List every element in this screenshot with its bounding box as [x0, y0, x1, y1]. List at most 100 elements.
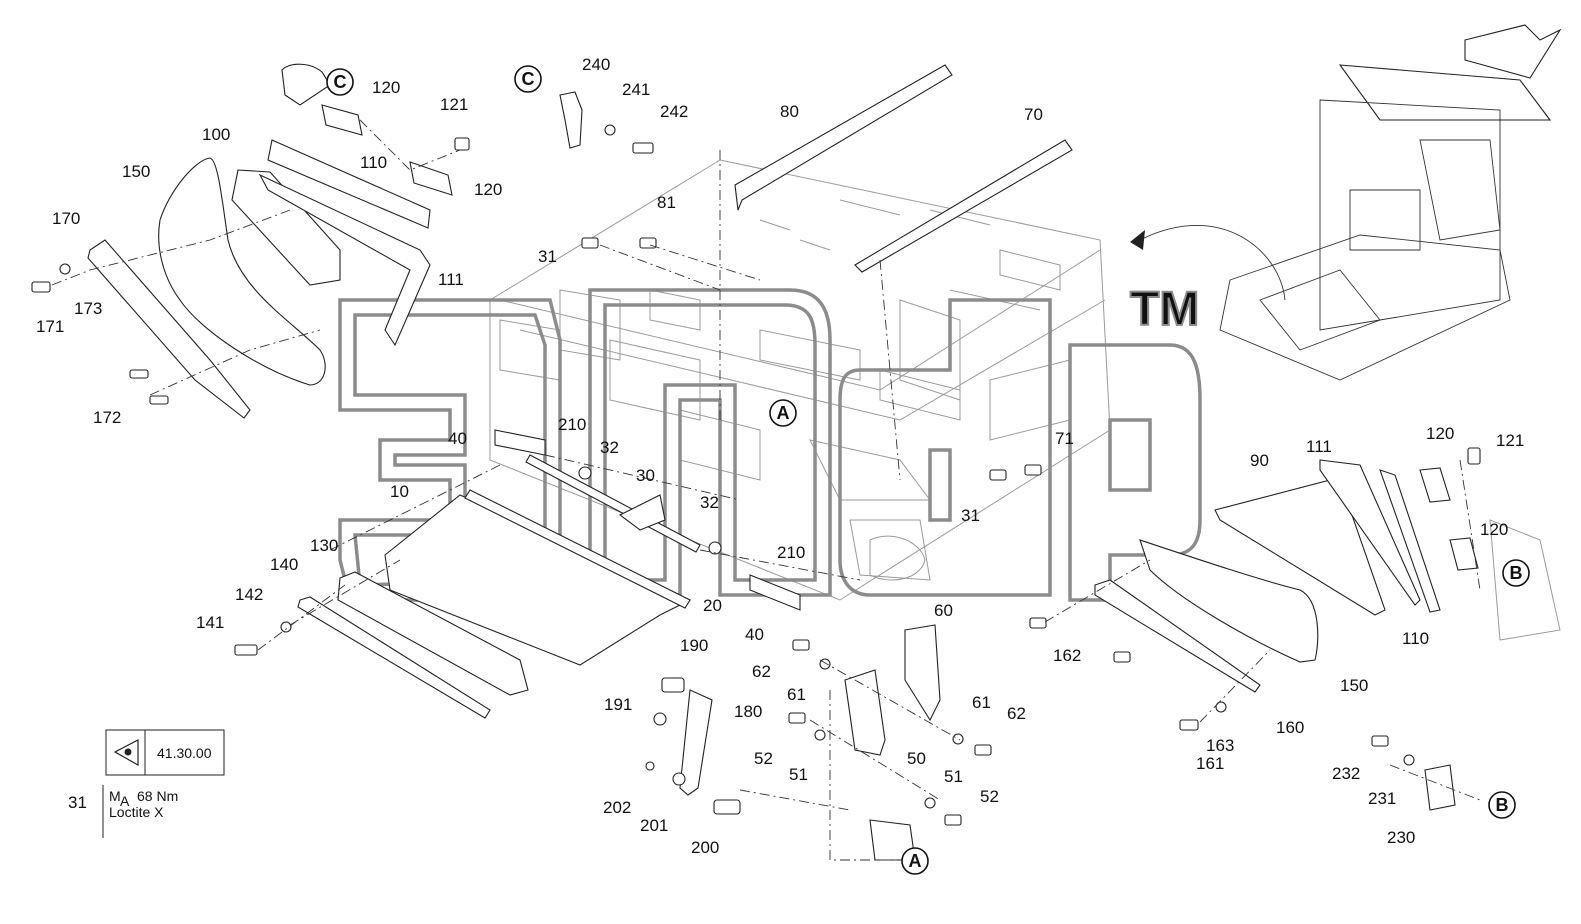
part-51-washer-b [924, 797, 936, 809]
part-201-washer [672, 772, 686, 786]
paver-roof [1338, 64, 1552, 121]
part-label-121: 121 [1496, 431, 1524, 450]
part-label-30: 30 [636, 466, 655, 485]
part-60-plate [904, 624, 941, 722]
part-31-bolt-mid [989, 469, 1007, 481]
part-240-bracket [559, 91, 583, 149]
part-label-50: 50 [907, 749, 926, 768]
part-70-angle [854, 139, 1073, 273]
part-173-washer [59, 263, 71, 275]
part-label-40: 40 [745, 625, 764, 644]
part-150-right-guard [1139, 539, 1319, 663]
part-111-bracket-right [1319, 459, 1421, 606]
curved-arrow-head [1130, 230, 1145, 250]
part-label-40: 40 [448, 429, 467, 448]
part-162-bolt-a [1029, 617, 1047, 629]
part-241-washer [604, 124, 616, 136]
part-label-32: 32 [700, 493, 719, 512]
part-50-bracket [844, 669, 886, 756]
rod-sleeve [618, 494, 666, 531]
part-52-bolt-a [788, 712, 806, 724]
part-label-161: 161 [1196, 754, 1224, 773]
part-label-202: 202 [603, 798, 631, 817]
trademark-mark: TM [1130, 283, 1199, 336]
mid-lower-brackets [645, 624, 992, 861]
callout-b-5: B [1502, 559, 1530, 587]
part-230-cover [1424, 764, 1456, 811]
part-142-washer [280, 621, 292, 633]
callout-a-3: A [769, 399, 797, 427]
torque-value: 68 Nm [137, 788, 178, 804]
part-label-163: 163 [1206, 736, 1234, 755]
part-172-bolt-a [129, 369, 149, 379]
part-label-231: 231 [1368, 789, 1396, 808]
part-121-bolt-right [1467, 447, 1481, 465]
view-direction-arrow [1464, 24, 1562, 79]
part-label-140: 140 [270, 555, 298, 574]
eye-icon [113, 739, 139, 767]
part-200-pin [713, 799, 741, 815]
part-label-200: 200 [691, 838, 719, 857]
part-161-bolt [1179, 719, 1199, 731]
part-label-162: 162 [1053, 646, 1081, 665]
part-label-20: 20 [703, 596, 722, 615]
reference-code: 41.30.00 [157, 745, 212, 761]
part-label-81: 81 [657, 193, 676, 212]
part-label-180: 180 [734, 702, 762, 721]
part-label-80: 80 [780, 102, 799, 121]
part-label-52: 52 [980, 787, 999, 806]
paver-overview [1130, 24, 1562, 381]
part-label-90: 90 [1250, 451, 1269, 470]
part-180-gas-spring [679, 689, 713, 796]
part-label-62: 62 [752, 662, 771, 681]
part-label-121: 121 [440, 95, 468, 114]
floor-plate-group [234, 489, 692, 719]
part-label-111: 111 [438, 270, 464, 289]
part-label-70: 70 [1024, 105, 1043, 124]
part-label-242: 242 [660, 102, 688, 121]
part-62-bolt-b [974, 744, 992, 756]
part-label-110: 110 [1402, 629, 1429, 648]
part-label-51: 51 [944, 767, 963, 786]
right-side-guard-group [1029, 447, 1561, 811]
part-label-120: 120 [372, 78, 400, 97]
part-label-62: 62 [1007, 704, 1026, 723]
part-163-washer [1215, 701, 1227, 713]
svg-text:B: B [1510, 563, 1523, 583]
part-label-172: 172 [93, 408, 121, 427]
part-label-61: 61 [787, 685, 806, 704]
top-center-parts [559, 64, 1073, 481]
part-150-left-guard [158, 157, 326, 386]
part-52-bolt-b [944, 814, 962, 826]
part-label-170: 170 [52, 209, 80, 228]
part-label-61: 61 [972, 693, 991, 712]
part-label-160: 160 [1276, 718, 1304, 737]
torque-subscript: A [120, 793, 130, 809]
part-190-pin [661, 677, 685, 693]
part-label-150: 150 [1340, 676, 1368, 695]
part-label-120: 120 [474, 180, 502, 199]
svg-text:C: C [334, 72, 347, 92]
part-32-nut-bottom [708, 541, 722, 555]
part-label-100: 100 [202, 125, 230, 144]
part-number-labels: 2402412421201211101201001501701731711721… [36, 55, 1524, 857]
part-label-10: 10 [390, 482, 409, 501]
part-130-kickplate [337, 571, 529, 696]
part-label-120: 120 [1480, 520, 1508, 539]
reference-note: 41.30.00 31 M A 68 Nm Loctite X [68, 729, 225, 838]
left-side-guard-group [31, 63, 470, 419]
bracket-c-top [281, 63, 331, 106]
svg-text:A: A [909, 851, 922, 871]
part-20-strip [464, 489, 691, 609]
part-160-strip [1094, 579, 1261, 693]
part-label-71: 71 [1055, 429, 1074, 448]
torque-prefix: M [109, 788, 121, 804]
part-51-washer-a [814, 729, 826, 741]
callout-c-2: C [514, 65, 542, 93]
part-210-clamp-top [494, 429, 546, 456]
part-label-141: 141 [196, 613, 224, 632]
part-191-clip [653, 712, 667, 726]
part-label-60: 60 [934, 601, 953, 620]
